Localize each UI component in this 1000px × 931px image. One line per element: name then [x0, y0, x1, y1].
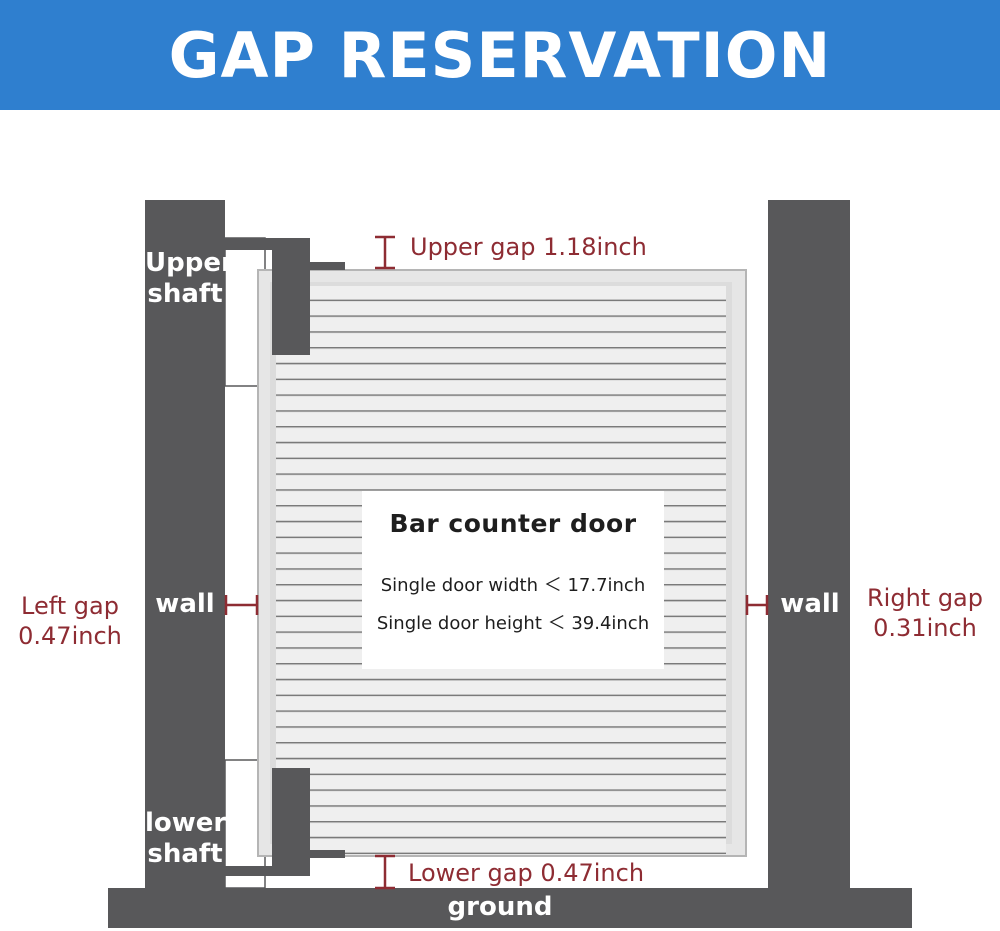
door-slat	[276, 459, 726, 474]
right-wall	[768, 200, 850, 890]
door-width-spec: Single door width ＜ 17.7inch	[380, 575, 646, 596]
door-slat	[276, 839, 726, 853]
ground-label: ground	[447, 892, 553, 922]
door-slat	[276, 412, 726, 427]
upper-shaft-label: Upper shaft	[145, 248, 234, 309]
left-gap-label: Left gap 0.47inch	[18, 592, 122, 650]
door-slat	[276, 365, 726, 379]
right-gap-label: Right gap 0.31inch	[866, 584, 983, 642]
header-banner: GAP RESERVATION	[0, 0, 1000, 110]
upper-shaft	[225, 238, 345, 355]
left-gap-marker	[224, 595, 259, 615]
door-slat	[276, 444, 726, 458]
door-slat	[276, 696, 726, 711]
door-slat	[276, 475, 726, 490]
door-slat	[276, 744, 726, 758]
door-slat	[276, 317, 726, 332]
door-slat	[276, 333, 726, 348]
ground-slab	[108, 888, 912, 928]
lower-shaft-label: lower shaft	[145, 808, 227, 869]
door-slat	[276, 823, 726, 837]
lower-gap-label: Lower gap 0.47inch	[408, 859, 645, 887]
right-wall-label: wall	[780, 589, 840, 619]
door-slat	[276, 349, 726, 363]
door-slat	[276, 681, 726, 695]
door-slat	[276, 807, 726, 822]
left-wall	[145, 200, 225, 890]
right-gap-marker	[745, 595, 769, 615]
door-slat	[276, 396, 726, 411]
door-slat	[276, 728, 726, 743]
door-info-title: Bar counter door	[389, 509, 637, 538]
lower-gap-marker	[375, 854, 395, 890]
door-slat	[276, 428, 726, 442]
door-slat	[276, 286, 726, 300]
left-wall-label: wall	[155, 589, 215, 619]
page-title: GAP RESERVATION	[168, 18, 832, 92]
door-slat	[276, 301, 726, 316]
door-slat	[276, 712, 726, 727]
door-slat	[276, 791, 726, 806]
door-slat	[276, 775, 726, 790]
door-slat	[276, 760, 726, 774]
lower-shaft	[225, 768, 345, 876]
door-slat	[276, 380, 726, 395]
upper-gap-marker	[375, 235, 395, 270]
door-height-spec: Single door height ＜ 39.4inch	[376, 613, 650, 634]
door-info-box: Bar counter door Single door width ＜ 17.…	[362, 491, 664, 669]
upper-gap-label: Upper gap 1.18inch	[410, 233, 647, 261]
